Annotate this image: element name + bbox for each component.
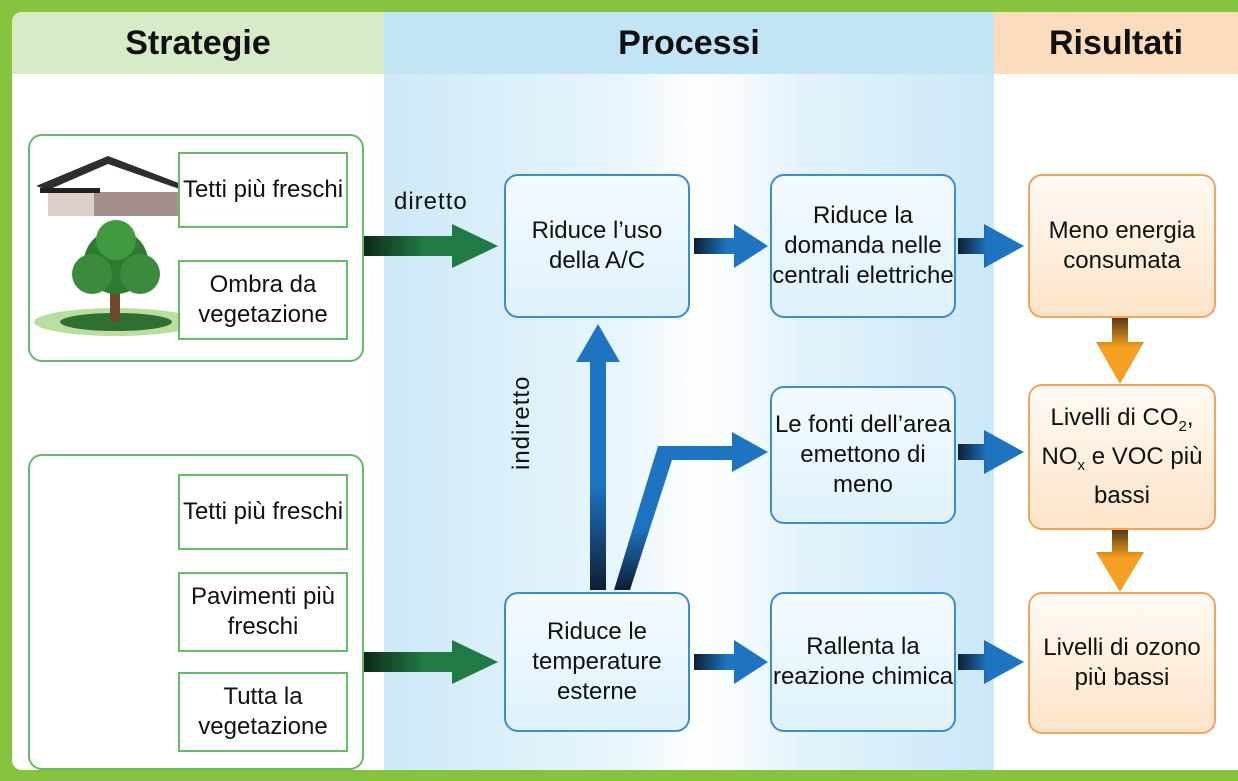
process-riduce-temperature: Riduce le temperature esterne [504,592,690,732]
label-diretto: diretto [394,188,468,215]
arrow-ac-domanda [694,224,768,268]
arrow-strategie-temperature [364,640,498,684]
result-livelli-co2-nox-voc: Livelli di CO2, NOx e VOC più bassi [1028,384,1216,530]
header-risultati: Risultati [994,12,1238,74]
header-strategie: Strategie [12,12,384,74]
strategy-tetti-2: Tetti più freschi [178,474,348,550]
arrow-temperature-fonti [614,432,768,590]
arrow-livelli-ozono [1096,530,1144,592]
arrow-domanda-energia [958,224,1024,268]
arrow-energia-livelli [1096,318,1144,384]
process-riduce-ac: Riduce l’uso della A/C [504,174,690,318]
arrow-indiretto [576,324,620,590]
arrows [364,224,1144,684]
header-processi: Processi [384,12,994,74]
strategy-ombra: Ombra da vegetazione [178,260,348,340]
strategy-tetti-1: Tetti più freschi [178,152,348,228]
process-rallenta-reazione: Rallenta la reazione chimica [770,592,956,732]
house-icon [36,156,197,216]
diagram-panel: Strategie Processi Risultati [12,12,1238,770]
result-livelli-ozono: Livelli di ozono più bassi [1028,592,1216,734]
label-indiretto: indiretto [508,375,535,470]
arrow-temperature-reazione [694,640,768,684]
process-riduce-domanda: Riduce la domanda nelle centrali elettri… [770,174,956,318]
process-fonti-emettono: Le fonti dell’area emettono di meno [770,386,956,524]
arrow-fonti-livelli [958,430,1024,474]
tree-icon [34,220,198,336]
strategy-vegetazione: Tutta la vegetazione [178,672,348,752]
result-meno-energia: Meno energia consumata [1028,174,1216,318]
strategy-pavimenti: Pavimenti più freschi [178,572,348,652]
arrow-diretto [364,224,498,268]
arrow-reazione-ozono [958,640,1024,684]
